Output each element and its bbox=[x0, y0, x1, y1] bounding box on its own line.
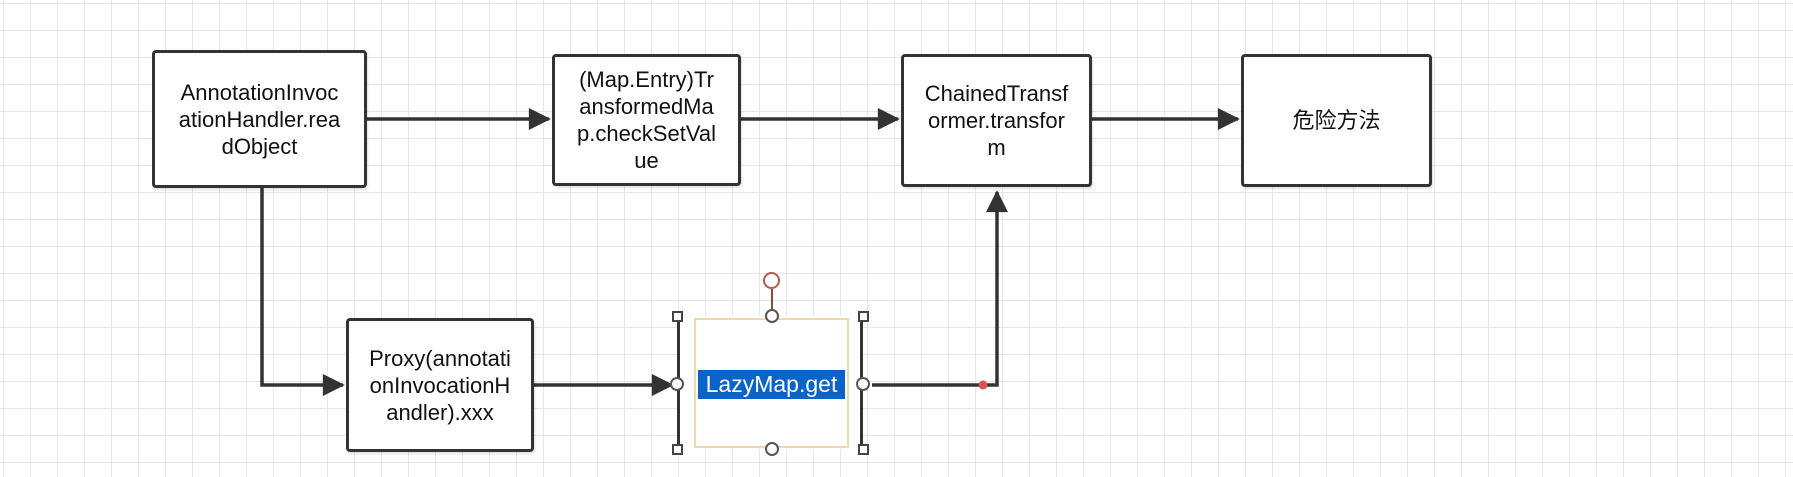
resize-handle-bottom-left[interactable] bbox=[672, 444, 683, 455]
edge-annotation-to-proxy[interactable] bbox=[260, 188, 345, 396]
node-proxy-label: Proxy(annotationInvocationHandler).xxx bbox=[369, 345, 511, 425]
node-transformed-map[interactable]: (Map.Entry)TransformedMap.checkSetValue bbox=[552, 54, 741, 186]
node-danger-method[interactable]: 危险方法 bbox=[1241, 54, 1432, 187]
connection-point-top[interactable] bbox=[765, 309, 779, 323]
connection-point-left[interactable] bbox=[670, 377, 684, 391]
edge-waypoint-marker[interactable] bbox=[978, 380, 988, 390]
node-chained-transformer[interactable]: ChainedTransformer.transform bbox=[901, 54, 1092, 187]
resize-handle-top-right[interactable] bbox=[858, 311, 869, 322]
node-annotation-invocation-handler[interactable]: AnnotationInvocationHandler.readObject bbox=[152, 50, 367, 188]
node-chained-label: ChainedTransformer.transform bbox=[924, 81, 1069, 160]
node-danger-label: 危险方法 bbox=[1292, 108, 1381, 133]
rotate-handle[interactable] bbox=[763, 272, 780, 289]
connection-point-right[interactable] bbox=[856, 377, 870, 391]
node-transformed-label: (Map.Entry)TransformedMap.checkSetValue bbox=[576, 67, 716, 173]
node-lazymap-label[interactable]: LazyMap.get bbox=[698, 370, 845, 399]
node-proxy[interactable]: Proxy(annotationInvocationHandler).xxx bbox=[346, 318, 534, 452]
resize-handle-bottom-right[interactable] bbox=[858, 444, 869, 455]
edge-lazymap-to-chained[interactable] bbox=[872, 190, 1008, 387]
node-annotation-label: AnnotationInvocationHandler.readObject bbox=[178, 79, 341, 159]
resize-handle-top-left[interactable] bbox=[672, 311, 683, 322]
connection-point-bottom[interactable] bbox=[765, 442, 779, 456]
